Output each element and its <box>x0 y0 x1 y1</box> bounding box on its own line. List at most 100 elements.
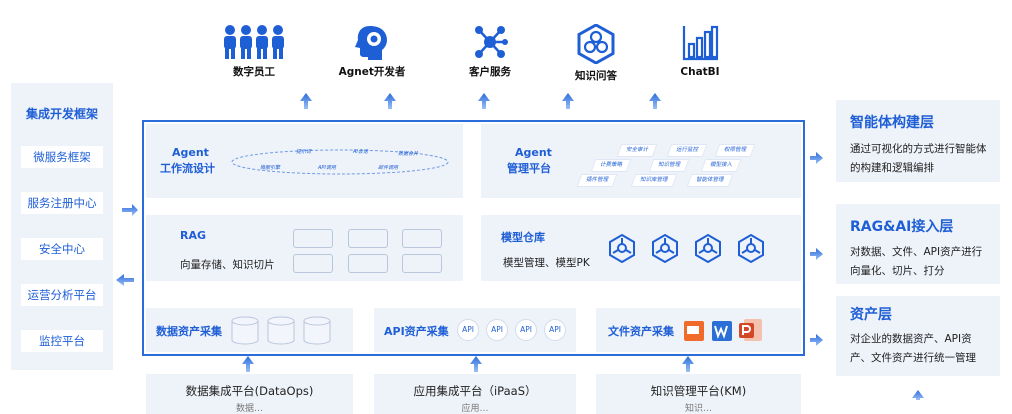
bottom-card-title: 数据集成平台(DataOps) <box>185 384 314 398</box>
model-repo-title: 模型仓库 <box>501 231 545 244</box>
model-repo-text: 模型管理、模型PK <box>503 257 590 269</box>
top-label-digital-employee: 数字员工 <box>233 66 275 78</box>
left-item-microservice[interactable]: 微服务框架 <box>21 146 103 168</box>
right-card-title: 智能体构建层 <box>850 115 934 131</box>
vector-block <box>402 254 442 273</box>
agent-workflow-panel: Agent 工作流设计 提示词 AI会话 数据合并 微服引擎 API调用 邮件调… <box>146 124 463 198</box>
top-item-chatbi: ChatBI <box>655 24 745 78</box>
right-card-asset: 资产层 对企业的数据资产、API资产、文件资产进行统一管理 <box>836 296 1000 376</box>
right-card-rag-ai: RAG&AI接入层 对数据、文件、API资产进行向量化、切片、打分 <box>836 204 1000 284</box>
top-label-customer-service: 客户服务 <box>469 66 511 78</box>
right-card-text: 对数据、文件、API资产进行向量化、切片、打分 <box>850 246 983 277</box>
rag-panel: RAG 向量存储、知识切片 <box>146 215 463 281</box>
bottom-card-title: 知识管理平台(KM) <box>650 384 747 398</box>
agent-workflow-title-1: Agent <box>172 146 209 159</box>
bottom-card-sub: 应用… <box>461 404 489 414</box>
vector-block <box>402 229 442 248</box>
file-icons <box>684 319 762 341</box>
flow-node-microservice-engine: 微服引擎 <box>260 165 281 171</box>
pdf-file-icon <box>684 321 704 341</box>
right-card-text: 通过可视化的方式进行智能体的构建和逻辑编排 <box>850 143 987 174</box>
flow-node-api-call: API调用 <box>318 165 336 171</box>
bar-chart-icon <box>682 25 719 61</box>
vector-block <box>348 229 388 248</box>
top-label-agent-developer: Agnet开发者 <box>338 66 406 78</box>
agent-management-title-2: 管理平台 <box>507 162 551 175</box>
rag-title: RAG <box>180 229 207 242</box>
top-label-chatbi: ChatBI <box>680 66 720 78</box>
file-collection-title: 文件资产采集 <box>608 325 674 338</box>
tag-runtime-monitor: 运行监控 <box>666 144 708 157</box>
data-collection-title: 数据资产采集 <box>156 325 222 338</box>
rag-text: 向量存储、知识切片 <box>180 259 275 271</box>
model-cube-icon <box>695 233 721 263</box>
network-nodes-icon <box>475 26 508 58</box>
database-icon <box>231 316 259 345</box>
tag-permission: 权限管理 <box>714 144 756 157</box>
tag-kb-mgmt: 知识库管理 <box>630 174 677 187</box>
hexagon-molecule-icon <box>577 24 615 64</box>
arrow-up-3 <box>478 93 490 109</box>
top-item-digital-employee: 数字员工 <box>209 24 299 79</box>
vector-block <box>293 229 333 248</box>
flow-node-data-merge: 数据合并 <box>398 151 419 157</box>
right-card-text: 对企业的数据资产、API资产、文件资产进行统一管理 <box>850 333 976 364</box>
vector-block <box>293 254 333 273</box>
tag-knowledge-mgmt: 知识管理 <box>648 159 690 172</box>
database-icon <box>303 316 331 345</box>
bottom-card-sub: 数据… <box>235 404 263 414</box>
api-collection-title: API资产采集 <box>384 325 449 338</box>
agent-management-panel: Agent 管理平台 安全审计 运行监控 权限管理 计费策略 知识管理 模型接入… <box>481 124 801 198</box>
file-collection-panel: 文件资产采集 <box>596 308 801 352</box>
vector-block <box>348 254 388 273</box>
flow-node-mail-call: 邮件调用 <box>378 165 399 171</box>
right-card-title: RAG&AI接入层 <box>850 219 954 235</box>
bottom-card-dataops: 数据集成平台(DataOps) 数据… <box>146 374 353 414</box>
tag-agent-mgmt: 智能体管理 <box>686 174 733 187</box>
tag-model-access: 模型接入 <box>700 159 742 172</box>
agent-management-title-1: Agent <box>515 146 552 159</box>
model-icons <box>609 233 764 263</box>
tag-security-audit: 安全审计 <box>616 144 658 157</box>
right-card-agent-build: 智能体构建层 通过可视化的方式进行智能体的构建和逻辑编排 <box>836 100 1000 182</box>
tag-billing: 计费策略 <box>590 159 632 172</box>
top-item-customer-service: 客户服务 <box>445 24 535 79</box>
left-item-ops-analysis[interactable]: 运营分析平台 <box>21 284 103 306</box>
arrow-up-5 <box>649 93 661 109</box>
agent-workflow-title-2: 工作流设计 <box>160 162 215 175</box>
api-badge: API <box>457 319 479 341</box>
api-badge: API <box>486 319 508 341</box>
ppt-file-icon <box>739 319 762 341</box>
api-badge: API <box>544 319 566 341</box>
top-item-agent-developer: Agnet开发者 <box>327 24 417 79</box>
tag-plugin-mgmt: 插件管理 <box>576 174 618 187</box>
top-item-knowledge-qa: 知识问答 <box>551 24 641 83</box>
model-cube-icon <box>652 233 678 263</box>
left-panel: 集成开发框架 微服务框架 服务注册中心 安全中心 运营分析平台 监控平台 <box>11 83 113 370</box>
bottom-card-sub: 知识… <box>684 404 712 414</box>
left-item-monitoring[interactable]: 监控平台 <box>21 330 103 352</box>
bottom-card-ipaas: 应用集成平台（iPaaS） 应用… <box>374 374 576 414</box>
model-cube-icon <box>738 233 764 263</box>
bottom-card-km: 知识管理平台(KM) 知识… <box>596 374 801 414</box>
right-card-title: 资产层 <box>850 307 892 323</box>
arrow-up-4 <box>562 93 574 109</box>
arrow-up-1 <box>300 93 312 109</box>
database-icon <box>267 316 295 345</box>
top-label-knowledge-qa: 知识问答 <box>575 70 617 82</box>
left-item-security-center[interactable]: 安全中心 <box>21 238 103 260</box>
arrow-up-2 <box>384 93 396 109</box>
data-collection-panel: 数据资产采集 <box>146 308 353 352</box>
word-file-icon <box>712 321 732 341</box>
api-badge: API <box>515 319 537 341</box>
database-icons <box>231 316 331 345</box>
model-repo-panel: 模型仓库 模型管理、模型PK <box>481 215 801 281</box>
left-item-service-registry[interactable]: 服务注册中心 <box>21 192 103 214</box>
flow-node-ai-chat: AI会话 <box>353 149 368 155</box>
left-panel-title: 集成开发框架 <box>25 107 98 121</box>
bottom-card-title: 应用集成平台（iPaaS） <box>413 384 537 398</box>
head-gear-icon <box>355 26 387 60</box>
model-cube-icon <box>609 233 635 263</box>
workflow-loop-line <box>231 149 449 175</box>
api-collection-panel: API资产采集 API API API API <box>374 308 576 352</box>
